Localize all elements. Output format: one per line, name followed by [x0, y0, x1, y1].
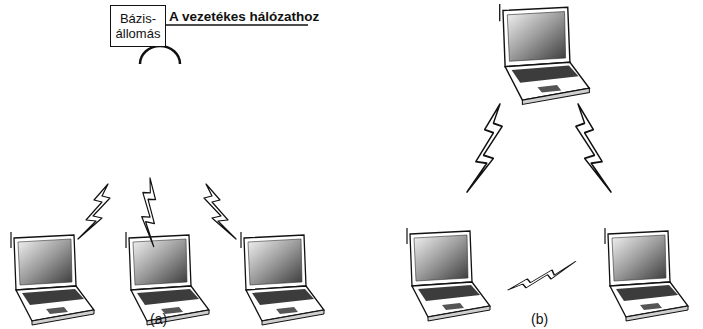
laptop-icon	[126, 232, 209, 325]
panel-label: (b)	[531, 311, 548, 327]
antenna-arc	[140, 46, 180, 64]
panel-label: (a)	[150, 311, 167, 327]
lightning-bolt	[204, 184, 236, 239]
lightning-bolt	[78, 184, 110, 239]
lightning-bolt	[467, 104, 502, 192]
base-station-box: Bázis- állomás	[110, 5, 166, 47]
laptop-icon	[11, 232, 94, 325]
lightning-bolt	[505, 261, 578, 291]
node-text: Bázis- állomás	[111, 11, 165, 41]
lightning-bolt	[576, 104, 611, 192]
laptop-icon	[407, 228, 490, 321]
connection-label: A vezetékes hálózathoz	[169, 9, 319, 24]
wire-line	[166, 24, 308, 26]
laptop-icon	[500, 4, 590, 104]
laptop-icon	[605, 228, 688, 321]
lightning-bolt	[127, 177, 176, 246]
laptop-icon	[241, 232, 324, 325]
